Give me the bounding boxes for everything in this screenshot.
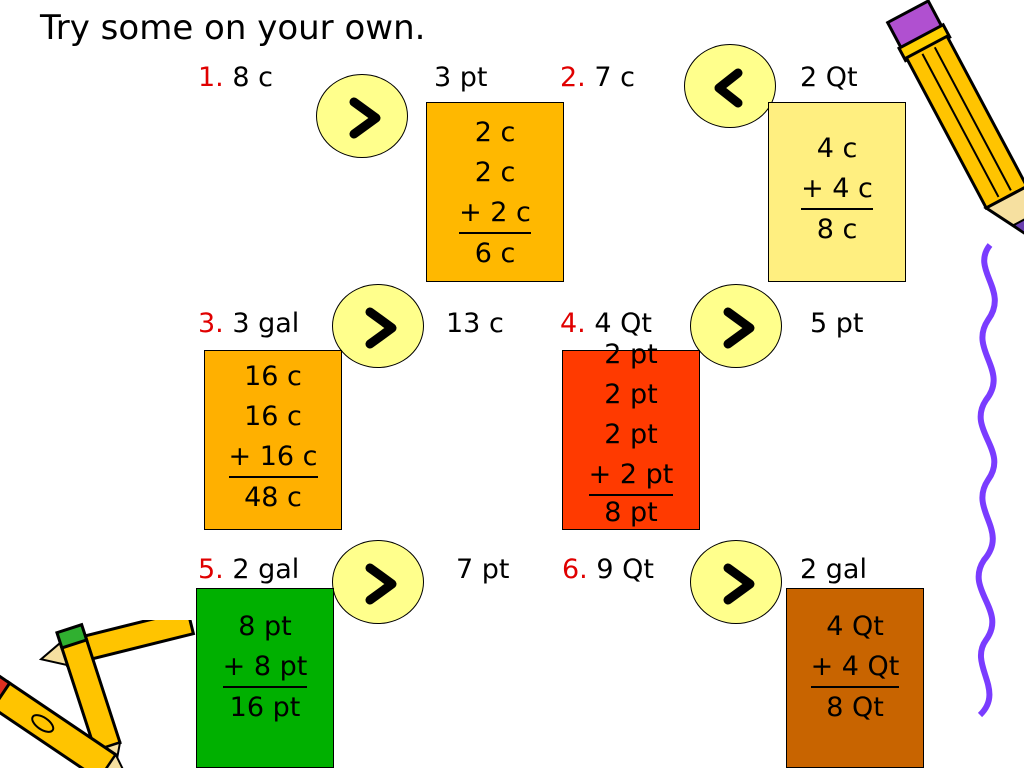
problem-2-work-box: 4 c + 4 c 8 c: [768, 102, 906, 282]
pencil-eraser: [0, 670, 12, 711]
greater-than-icon: [723, 563, 755, 605]
problem-3-comparison-circle: [332, 284, 424, 368]
problem-4-left: 4. 4 Qt: [560, 310, 652, 337]
problem-6-work-line: + 4 Qt: [810, 648, 900, 688]
problem-6-left-value: 9 Qt: [596, 554, 654, 585]
pencil-tip: [38, 640, 69, 667]
problem-1-work-line: 2 c: [474, 117, 516, 148]
pencil-lead: [1011, 216, 1024, 237]
problem-6-work-line: 4 Qt: [826, 611, 884, 642]
problem-2-left-value: 7 c: [594, 62, 635, 93]
greater-than-icon: [723, 307, 755, 349]
problem-6-right-value: 2 gal: [800, 554, 867, 585]
problem-5-work-line: 8 pt: [238, 611, 292, 642]
problem-3-work-box: 16 c 16 c + 16 c 48 c: [204, 350, 342, 530]
problem-2-number: 2.: [560, 62, 586, 93]
problem-1-work-box: 2 c 2 c + 2 c 6 c: [426, 102, 564, 282]
greater-than-icon: [349, 97, 381, 139]
pencil-eraser: [55, 622, 89, 650]
pencil-band: [896, 22, 952, 63]
problem-4-comparison-circle: [690, 284, 782, 368]
problem-3-right-value: 13 c: [446, 308, 504, 339]
problem-5-work-total: 16 pt: [229, 692, 301, 723]
problem-3-work-line: 16 c: [244, 401, 302, 432]
problem-1-number: 1.: [198, 62, 224, 93]
problem-3-work-line: + 16 c: [228, 438, 318, 478]
problem-2-comparison-circle: [684, 44, 776, 128]
problem-5-work-line: + 8 pt: [222, 648, 308, 688]
problem-1-left: 1. 8 c: [198, 64, 273, 91]
pencils-icon: [0, 620, 196, 768]
problem-6-number: 6.: [562, 554, 588, 585]
problem-1-comparison-circle: [316, 74, 408, 158]
pencil-body: [59, 636, 122, 753]
problem-4-work-total: 8 pt: [604, 497, 658, 528]
problem-3-left-value: 3 gal: [232, 308, 300, 339]
pencil-eraser: [885, 0, 945, 52]
problem-4-work-line: 2 pt: [604, 419, 658, 450]
less-than-icon: [714, 68, 743, 108]
problem-3-work-line: 16 c: [244, 361, 302, 392]
problem-3-work-total: 48 c: [244, 482, 302, 513]
problem-1-left-value: 8 c: [232, 62, 273, 93]
pencil-tip: [93, 741, 122, 768]
problem-2-work-line: 4 c: [816, 133, 858, 164]
problem-2-work-total: 8 c: [816, 214, 858, 245]
problem-5-comparison-circle: [332, 540, 424, 624]
pencil-tip: [97, 752, 131, 768]
problem-5-left: 5. 2 gal: [198, 556, 299, 583]
problem-1-work-total: 6 c: [474, 238, 516, 269]
problem-6-left: 6. 9 Qt: [562, 556, 654, 583]
problem-6-work-total: 8 Qt: [826, 692, 884, 723]
problem-3-left: 3. 3 gal: [198, 310, 299, 337]
problem-1-right-value: 3 pt: [434, 62, 488, 93]
problem-5-number: 5.: [198, 554, 224, 585]
problem-3-number: 3.: [198, 308, 224, 339]
greater-than-icon: [365, 563, 397, 605]
problem-4-work-line: + 2 pt: [588, 456, 674, 496]
problem-4-work-box: 2 pt 2 pt 2 pt + 2 pt 8 pt: [562, 339, 700, 530]
greater-than-icon: [365, 307, 397, 349]
problem-4-left-value: 4 Qt: [594, 308, 652, 339]
pencil-body: [59, 620, 196, 667]
problem-1-work-line: + 2 c: [459, 194, 531, 234]
problem-5-right-value: 7 pt: [456, 554, 510, 585]
problem-2-left: 2. 7 c: [560, 64, 635, 91]
problem-6-comparison-circle: [690, 540, 782, 624]
problem-2-work-line: + 4 c: [801, 170, 873, 210]
squiggle-line: [975, 243, 998, 718]
problem-6-work-box: 4 Qt + 4 Qt 8 Qt: [786, 588, 924, 768]
pencil-tip: [983, 183, 1024, 238]
pencil-stripe: [933, 46, 1012, 191]
problem-4-number: 4.: [560, 308, 586, 339]
pencil-stripe: [921, 53, 1000, 198]
problem-2-right-value: 2 Qt: [800, 62, 858, 93]
problem-1-work-line: 2 c: [474, 157, 516, 188]
pencil-body: [904, 34, 1024, 211]
problem-4-right-value: 5 pt: [810, 308, 864, 339]
slide-title: Try some on your own.: [40, 8, 426, 48]
problem-4-work-line: 2 pt: [604, 339, 658, 370]
problem-5-left-value: 2 gal: [232, 554, 300, 585]
problem-5-work-box: 8 pt + 8 pt 16 pt: [196, 588, 334, 768]
pencil-body: [0, 679, 118, 768]
problem-4-work-line: 2 pt: [604, 379, 658, 410]
pencil-stripe: [31, 714, 55, 733]
